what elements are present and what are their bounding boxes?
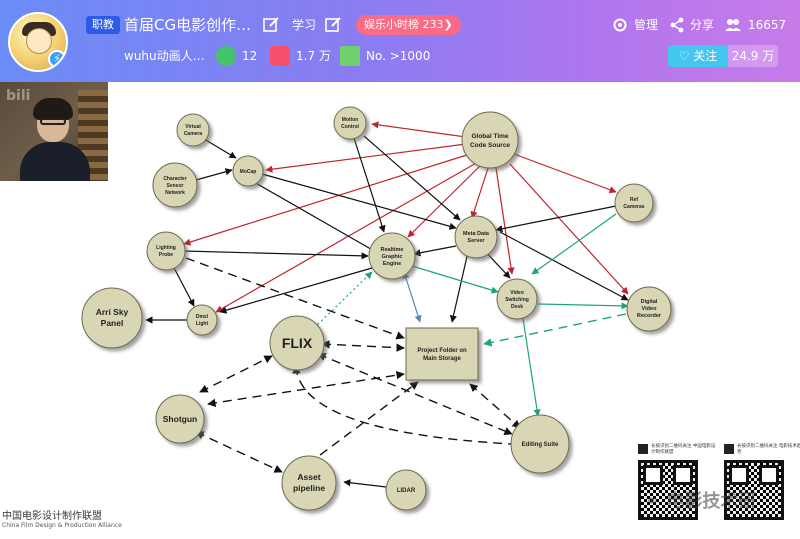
room-title: 首届CG电影创作… (124, 13, 251, 37)
manage-label: 管理 (634, 15, 658, 35)
label-flix: FLIX (282, 335, 313, 351)
gift-stat: 1.7 万 (270, 45, 331, 67)
level-stat: 12 (216, 45, 257, 67)
node-dmx-light (187, 305, 217, 335)
wechat-watermark-text: 电影技术研 (666, 491, 756, 512)
label-lidar: LIDAR (397, 488, 416, 494)
gift-value: 1.7 万 (296, 45, 331, 67)
manage-button[interactable]: 管理 (612, 15, 658, 35)
wechat-watermark: ⚭ 电影技术研 (645, 487, 756, 513)
follow-button[interactable]: ♡ 关注 (668, 45, 728, 67)
node-global-time-code (462, 112, 518, 168)
presenter-glasses (40, 118, 66, 125)
streamer-avatar[interactable]: ⚡ (8, 12, 68, 72)
viewer-count-value: 16657 (748, 15, 786, 35)
trend-logo-icon (724, 444, 734, 454)
rank-value: No. >1000 (366, 45, 430, 67)
timecode-edges (184, 124, 628, 312)
qr1-caption: 长按识别二维码关注 中国电影设计制作联盟 (651, 444, 716, 456)
label-editing: Editing Suite (522, 442, 559, 448)
node-ref-cameras (615, 184, 653, 222)
label-shotgun: Shotgun (163, 414, 197, 424)
follower-count: 24.9 万 (728, 45, 778, 67)
webcam-overlay[interactable]: bili (0, 82, 108, 181)
level-value: 12 (242, 45, 257, 67)
verified-badge-icon: ⚡ (48, 50, 66, 68)
alliance-logo-icon (638, 444, 648, 454)
node-lighting-probe (147, 232, 185, 270)
viewer-count: 16657 (724, 15, 786, 35)
rank-icon (340, 46, 360, 66)
hourly-rank-pill[interactable]: 娱乐小时榜 233❯ (356, 15, 461, 35)
avatar-face (26, 28, 52, 54)
qr2-caption: 长按识别二维码关注 电影技术趋势 (737, 444, 800, 456)
study-link[interactable]: 学习 (292, 15, 316, 35)
rank-stat: No. >1000 (340, 45, 430, 67)
viewers-icon (724, 17, 742, 33)
edit-title-icon[interactable] (262, 16, 280, 34)
flix-engine-edge (314, 272, 372, 328)
diagram-nodes (82, 107, 671, 510)
live-room-header: ⚡ 职教 首届CG电影创作… 学习 娱乐小时榜 233❯ wuhu动画人… 12… (0, 0, 800, 82)
edit-category-icon[interactable] (324, 16, 342, 34)
host-name[interactable]: wuhu动画人… (124, 47, 205, 65)
gift-icon (270, 46, 290, 66)
node-virtual-camera (177, 114, 209, 146)
alliance-brand: 中国电影设计制作联盟 (2, 507, 102, 522)
alliance-brand-sub: China Film Design & Production Alliance (2, 522, 122, 529)
gear-icon (612, 17, 628, 33)
bilibili-watermark-icon: bili (6, 88, 30, 104)
share-icon (670, 17, 684, 33)
presenter-hair (33, 98, 73, 120)
engine-storage-edge (404, 272, 420, 322)
node-motion-control (334, 107, 366, 139)
share-button[interactable]: 分享 (670, 15, 714, 35)
category-tag[interactable]: 职教 (86, 16, 120, 34)
wechat-icon: ⚭ (645, 491, 666, 512)
recorder-edge (484, 314, 626, 344)
node-meta-data (455, 216, 497, 258)
node-project-folder (406, 328, 478, 380)
level-icon (216, 46, 236, 66)
share-label: 分享 (690, 15, 714, 35)
label-mocap: MoCap (240, 169, 257, 175)
